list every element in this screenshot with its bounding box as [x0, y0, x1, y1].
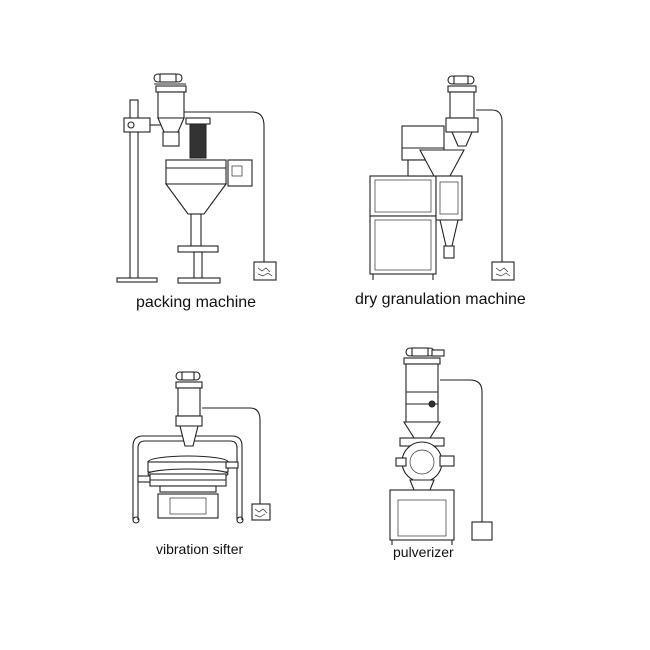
vibration-sifter-label: vibration sifter	[156, 541, 244, 557]
vibration-sifter-drawing	[132, 371, 271, 524]
dry-granulation-machine-label: dry granulation machine	[355, 291, 526, 308]
packing-machine-drawing	[116, 73, 277, 284]
pulverizer-label: pulverizer	[393, 544, 454, 560]
pulverizer-drawing	[389, 347, 493, 545]
dry-granulation-machine-drawing	[369, 75, 515, 281]
packing-machine-label: packing machine	[136, 294, 257, 311]
